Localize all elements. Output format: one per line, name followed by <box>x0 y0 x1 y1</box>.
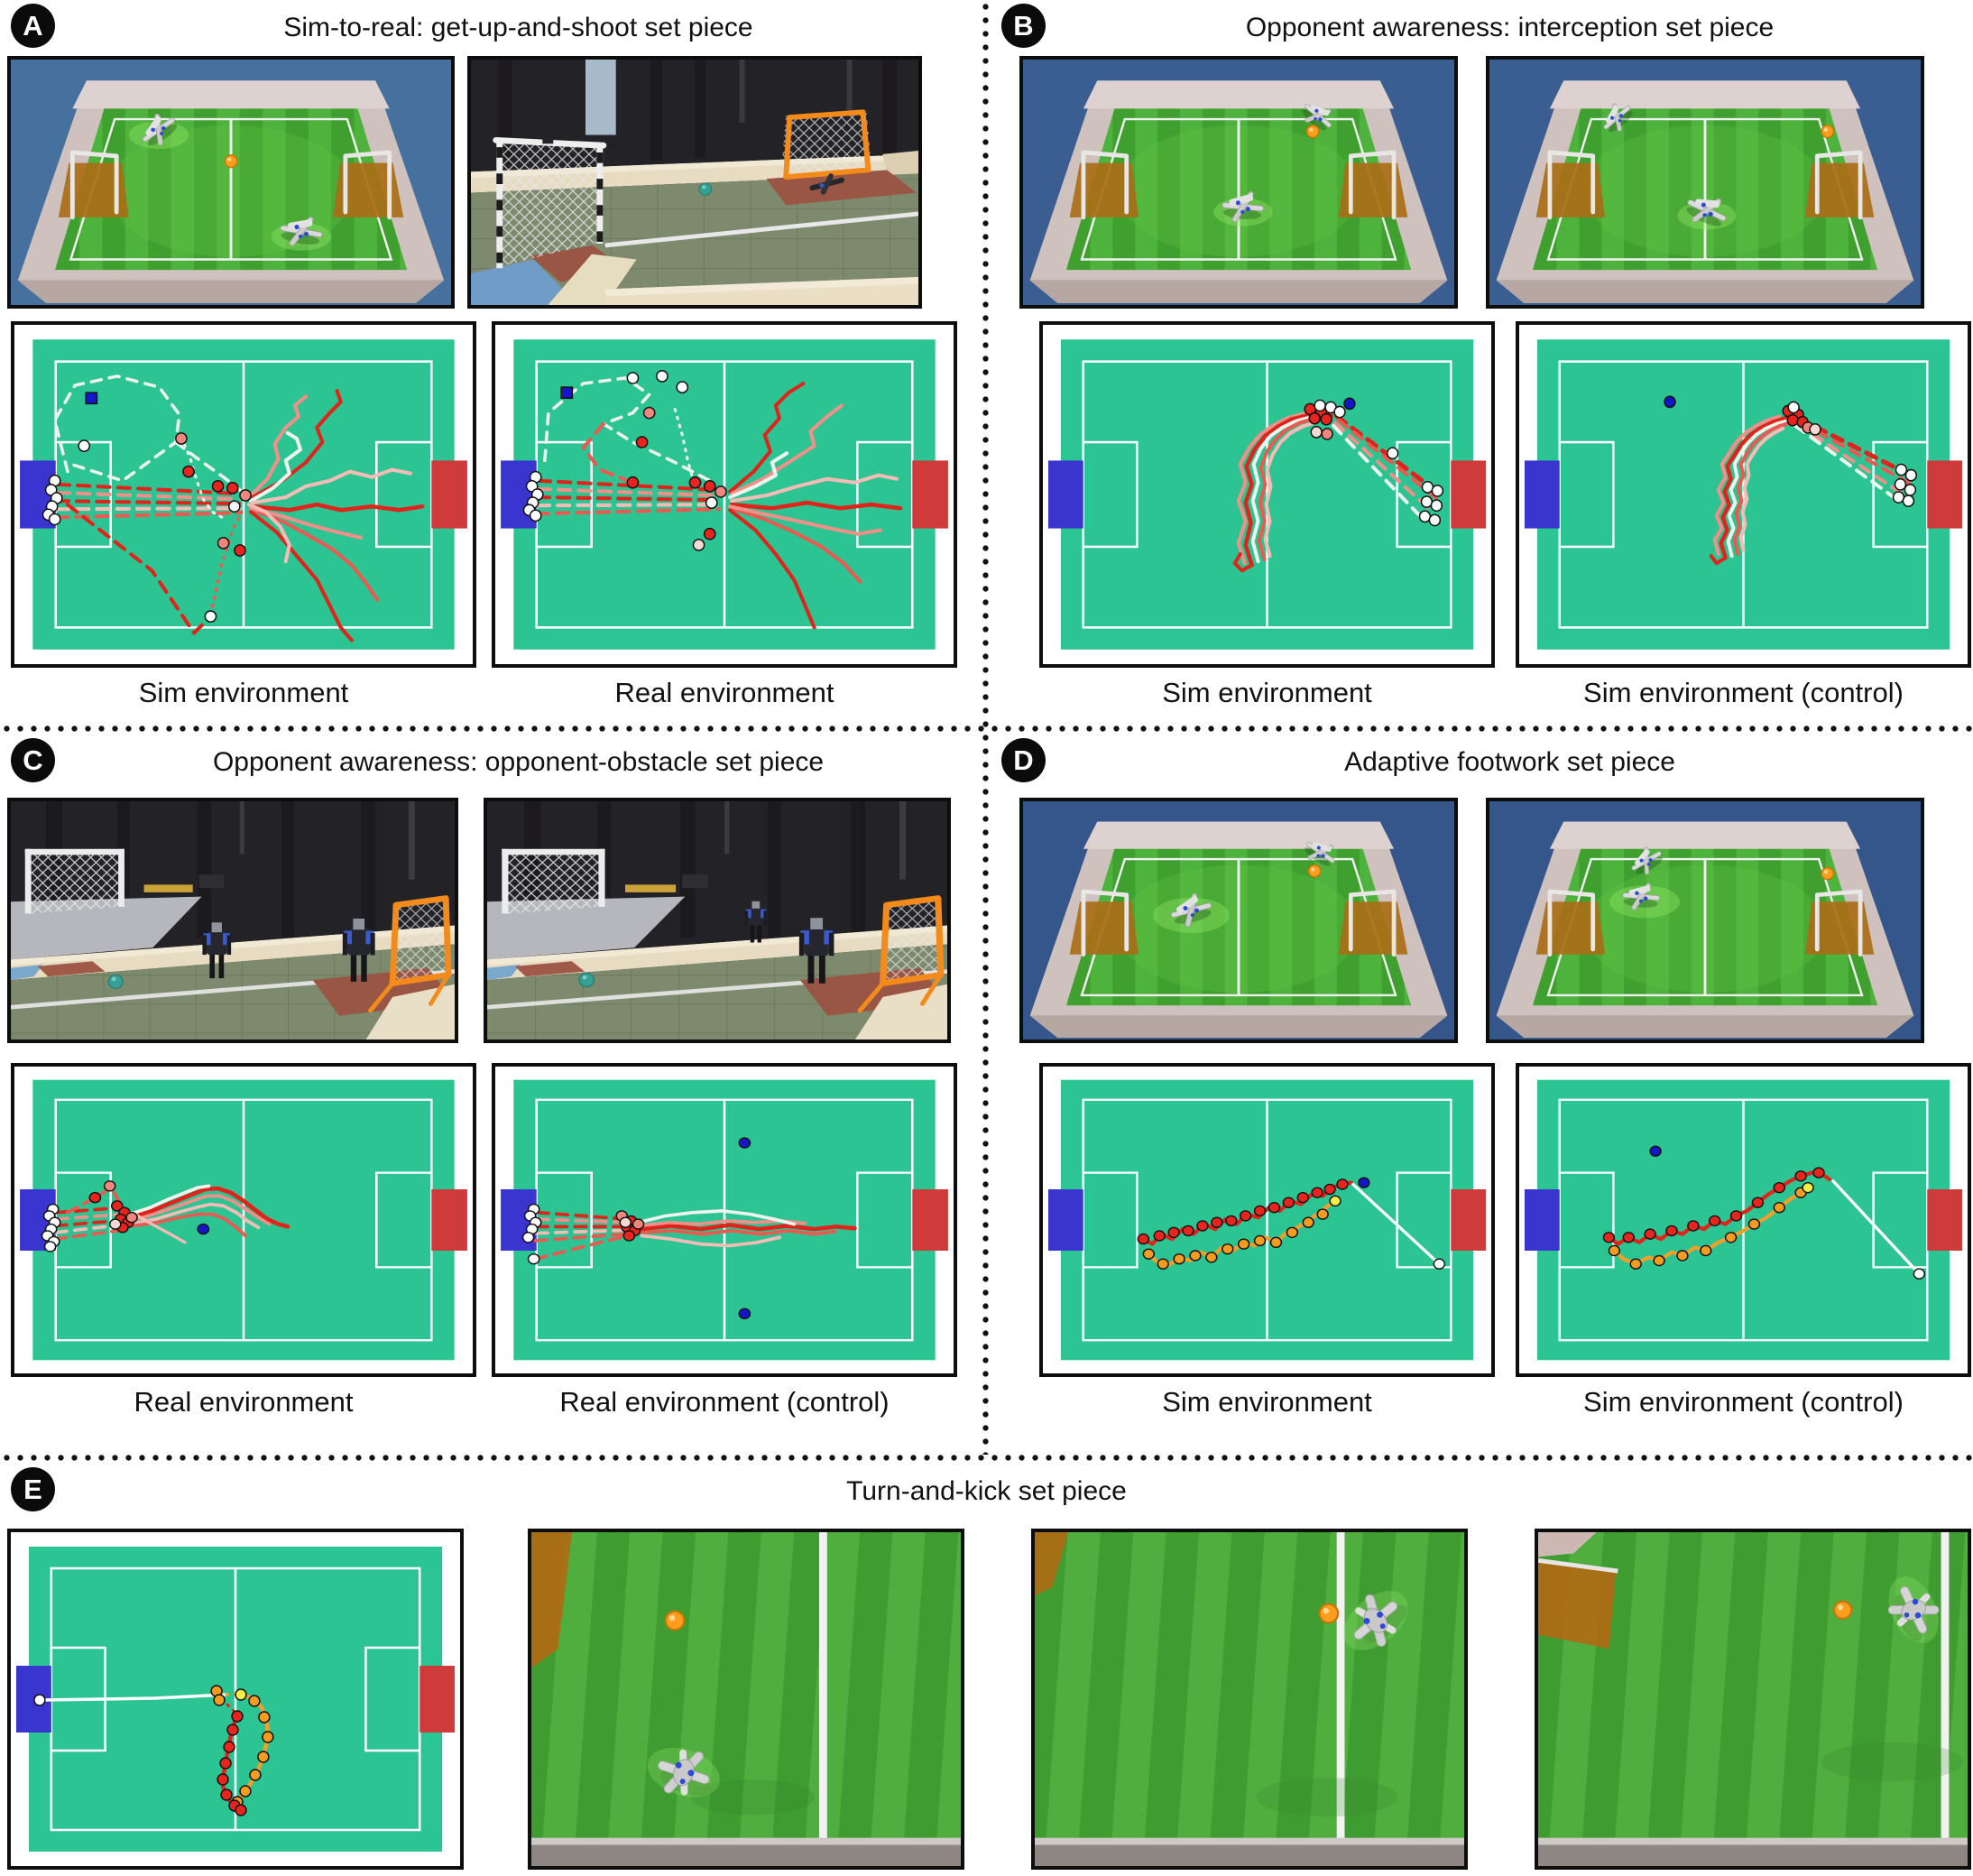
panel-e-badge: E <box>11 1467 55 1511</box>
panel-a-letter: A <box>23 9 43 42</box>
panel-c-real-photo-2 <box>484 798 951 1043</box>
panel-c-badge: C <box>11 738 55 782</box>
sim-closeup-turn-3-image <box>1538 1532 1968 1866</box>
panel-c-plot-control <box>492 1063 957 1377</box>
panel-a-badge: A <box>11 4 55 48</box>
panel-d-caption-control: Sim environment (control) <box>1583 1386 1904 1418</box>
sim-closeup-turn-2-image <box>1035 1532 1464 1866</box>
sim-render-getup-image <box>11 60 451 305</box>
panel-c-caption-real: Real environment <box>134 1386 354 1418</box>
panel-d-plot-sim <box>1039 1063 1495 1377</box>
trajectory-plot-obstacle-control <box>495 1067 954 1373</box>
trajectory-plot-interception-sim <box>1043 325 1491 664</box>
panel-e-letter: E <box>23 1473 42 1505</box>
panel-a-caption-real: Real environment <box>614 677 834 708</box>
divider-horizontal-bottom <box>0 1455 1973 1461</box>
panel-d-badge: D <box>1001 738 1046 782</box>
panel-c-plot-real <box>11 1063 476 1377</box>
panel-a-sim-render <box>7 56 455 309</box>
panel-c-caption-control: Real environment (control) <box>559 1386 890 1418</box>
trajectory-plot-interception-control <box>1519 325 1968 664</box>
panel-b-plot-sim <box>1039 321 1495 668</box>
panel-a-caption-sim: Sim environment <box>138 677 349 708</box>
panel-a-title: Sim-to-real: get-up-and-shoot set piece <box>283 13 753 42</box>
panel-b-caption-sim: Sim environment <box>1162 677 1372 708</box>
panel-c-title: Opponent awareness: opponent-obstacle se… <box>212 747 825 777</box>
sim-render-footwork-image <box>1023 801 1454 1040</box>
panel-e-title: Turn-and-kick set piece <box>846 1476 1127 1506</box>
trajectory-plot-footwork-sim <box>1043 1067 1491 1373</box>
sim-closeup-turn-1-image <box>531 1532 961 1866</box>
panel-e-plot <box>7 1529 464 1870</box>
panel-b-sim-render-1 <box>1019 56 1458 309</box>
panel-e-render-2 <box>1031 1529 1468 1870</box>
panel-b-plot-control <box>1516 321 1971 668</box>
trajectory-plot-obstacle-real <box>14 1067 473 1373</box>
panel-b-title: Opponent awareness: interception set pie… <box>1245 13 1775 42</box>
panel-a-plot-sim <box>11 321 476 668</box>
panel-b-caption-control: Sim environment (control) <box>1583 677 1904 708</box>
panel-d-caption-sim: Sim environment <box>1162 1386 1372 1418</box>
divider-vertical <box>982 0 989 1455</box>
panel-d-plot-control <box>1516 1063 1971 1377</box>
sim-render-footwork-control-image <box>1489 801 1921 1040</box>
sim-render-interception-image <box>1023 60 1454 305</box>
panel-c-letter: C <box>23 744 43 776</box>
panel-a-real-photo <box>467 56 922 309</box>
real-photo-obstacle-image <box>11 801 455 1040</box>
panel-d-sim-render-2 <box>1486 798 1924 1043</box>
trajectory-plot-getup-real <box>495 325 954 664</box>
panel-c-real-photo-1 <box>7 798 458 1043</box>
panel-b-badge: B <box>1001 4 1046 48</box>
panel-e-render-1 <box>528 1529 964 1870</box>
panel-b-letter: B <box>1013 9 1034 42</box>
panel-e-render-3 <box>1535 1529 1971 1870</box>
real-photo-obstacle-control-image <box>487 801 947 1040</box>
trajectory-plot-getup-sim <box>14 325 473 664</box>
panel-d-letter: D <box>1013 744 1034 776</box>
trajectory-plot-turn-and-kick <box>11 1532 460 1866</box>
panel-a-plot-real <box>492 321 957 668</box>
trajectory-plot-footwork-control <box>1519 1067 1968 1373</box>
sim-render-interception-control-image <box>1489 60 1921 305</box>
real-photo-getup-image <box>471 60 918 305</box>
panel-b-sim-render-2 <box>1486 56 1924 309</box>
panel-d-sim-render-1 <box>1019 798 1458 1043</box>
panel-d-title: Adaptive footwork set piece <box>1344 747 1675 777</box>
